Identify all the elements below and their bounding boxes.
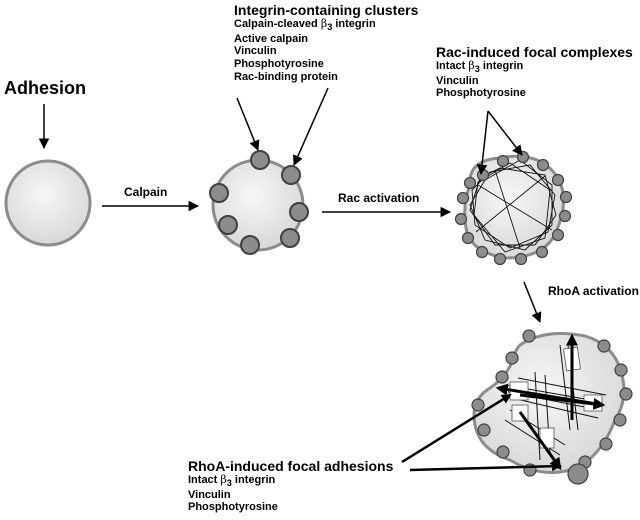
focal-adhesion-dot <box>505 351 519 365</box>
rhoa-activation-arrow <box>523 281 542 323</box>
focal-adhesion-dot <box>522 329 536 343</box>
focal-adhesion-dot <box>496 445 510 459</box>
cell-focal-adhesions <box>471 329 633 485</box>
complex-pointer-arrow <box>476 110 489 176</box>
focal-complex-dot <box>493 252 507 266</box>
focal-complex-dot <box>456 191 470 205</box>
focal-adhesion-dot <box>495 370 509 384</box>
rhoa-activation-label: RhoA activation <box>548 284 639 298</box>
adhesion-pointer-arrow <box>401 393 512 464</box>
focal-complexes-legend: Rac-induced focal complexes Intact β3 in… <box>436 44 633 100</box>
focal-adhesion-dot <box>471 398 485 412</box>
focal-complex-dot <box>558 209 572 223</box>
focal-adhesion-dot <box>613 413 627 427</box>
focal-adhesion-dot <box>597 339 611 353</box>
focal-complex-dot <box>516 150 530 164</box>
focal-complex-dot <box>463 176 477 190</box>
integrin-cluster <box>280 228 300 248</box>
integrin-cluster <box>218 215 238 235</box>
adhesion-label: Adhesion <box>4 78 87 98</box>
focal-complexes-item-integrin: Intact β3 integrin <box>436 59 524 75</box>
integrin-cluster <box>281 165 301 185</box>
focal-complex-dot <box>461 231 475 245</box>
integrin-cluster <box>289 202 309 222</box>
focal-complexes-title: Rac-induced focal complexes <box>436 44 633 60</box>
focal-adhesions-item-vinculin: Vinculin <box>188 488 231 501</box>
adhesion-pointer-arrow <box>409 461 562 472</box>
clusters-item-rac-binding: Rac-binding protein <box>234 70 338 83</box>
focal-complexes-item-vinculin: Vinculin <box>436 74 479 87</box>
integrin-cluster <box>250 150 270 170</box>
clusters-item-active-calpain: Active calpain <box>234 32 308 45</box>
focal-complex-dot <box>454 212 468 226</box>
clusters-item-vinculin: Vinculin <box>234 45 277 58</box>
focal-adhesion-dot <box>567 463 589 485</box>
cell-focal-complexes <box>454 150 573 266</box>
focal-adhesion-dot <box>619 387 633 401</box>
integrin-cluster <box>240 235 260 255</box>
focal-complex-dot <box>496 154 510 168</box>
clusters-item-phosphotyrosine: Phosphotyrosine <box>234 58 324 71</box>
focal-complex-dot <box>536 158 550 172</box>
focal-adhesions-legend: RhoA-induced focal adhesions Intact β3 i… <box>188 458 393 514</box>
focal-adhesion-dot <box>477 423 491 437</box>
integrin-cluster <box>209 183 229 203</box>
focal-adhesions-title: RhoA-induced focal adhesions <box>188 458 394 474</box>
cluster-pointer-arrow <box>293 87 329 166</box>
focal-complexes-item-phosphotyrosine: Phosphotyrosine <box>436 87 526 100</box>
focal-complex-dot <box>551 173 565 187</box>
focal-complex-dot <box>514 252 528 266</box>
focal-complex-dot <box>535 245 549 259</box>
clusters-item-cleaved: Calpain-cleaved β3 integrin <box>234 17 376 33</box>
focal-complex-dot <box>476 168 490 182</box>
calpain-label: Calpain <box>124 185 168 199</box>
focal-complex-dot <box>551 228 565 242</box>
focal-adhesions-item-integrin: Intact β3 integrin <box>188 473 276 489</box>
complex-pointer-arrow <box>487 110 523 156</box>
cluster-pointer-arrow <box>236 97 260 151</box>
focal-complex-dot <box>475 245 489 259</box>
rac-activation-label: Rac activation <box>338 191 420 205</box>
cell-clusters <box>209 150 309 255</box>
focal-adhesion-dot <box>614 363 628 377</box>
focal-adhesion-dot <box>599 437 613 451</box>
focal-adhesions-item-phosphotyrosine: Phosphotyrosine <box>188 501 278 514</box>
clusters-legend: Integrin-containing clusters Calpain-cle… <box>234 2 418 83</box>
clusters-title: Integrin-containing clusters <box>234 2 419 18</box>
cell-round <box>4 159 92 247</box>
focal-complex-dot <box>559 190 573 204</box>
